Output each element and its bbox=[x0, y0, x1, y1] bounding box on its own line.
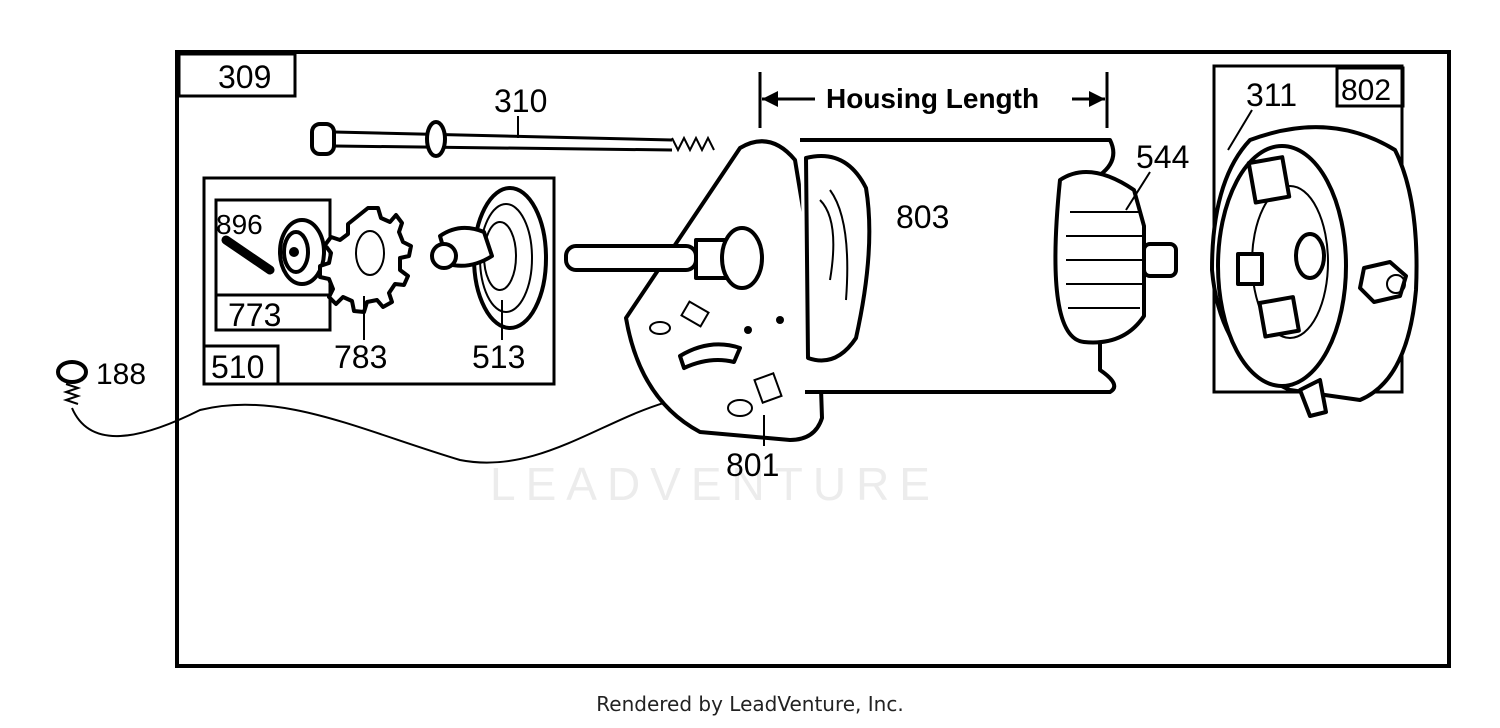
ground-wire bbox=[71, 395, 731, 464]
leader-544 bbox=[1125, 171, 1151, 211]
callout-896[interactable]: 896 bbox=[216, 209, 263, 240]
callout-803[interactable]: 803 bbox=[896, 199, 949, 235]
callout-310[interactable]: 310 bbox=[494, 83, 547, 119]
pin-part[interactable] bbox=[221, 235, 275, 275]
callout-801[interactable]: 801 bbox=[726, 447, 779, 483]
armature-shaft-part[interactable] bbox=[564, 226, 764, 290]
callout-513[interactable]: 513 bbox=[472, 339, 525, 375]
callout-510[interactable]: 510 bbox=[211, 349, 264, 385]
motor-housing-part[interactable] bbox=[800, 138, 1117, 394]
kit-box-510 bbox=[202, 176, 556, 386]
callout-783[interactable]: 783 bbox=[334, 339, 387, 375]
callout-box-309 bbox=[177, 52, 297, 98]
footer-credit: Rendered by LeadVenture, Inc. bbox=[596, 692, 904, 716]
gear-part[interactable] bbox=[318, 206, 413, 314]
brush-end-cap-part[interactable] bbox=[1210, 64, 1419, 418]
housing-length-label: Housing Length bbox=[826, 83, 1039, 114]
callout-544[interactable]: 544 bbox=[1136, 139, 1189, 175]
drive-clutch-part[interactable] bbox=[430, 186, 548, 330]
callout-188[interactable]: 188 bbox=[96, 358, 146, 391]
watermark-text: LEADVENTURE bbox=[490, 458, 940, 510]
housing-length-dimension bbox=[758, 72, 1109, 128]
screw-part[interactable] bbox=[56, 360, 88, 405]
callout-802[interactable]: 802 bbox=[1341, 74, 1391, 107]
callout-309[interactable]: 309 bbox=[218, 59, 271, 95]
callout-311[interactable]: 311 bbox=[1246, 77, 1297, 113]
leader-311 bbox=[1227, 109, 1253, 151]
callout-box-510 bbox=[202, 344, 280, 386]
callout-773[interactable]: 773 bbox=[228, 297, 281, 333]
through-bolt-part[interactable] bbox=[310, 120, 715, 158]
spring-washer-part[interactable] bbox=[278, 218, 326, 286]
end-cap-part[interactable] bbox=[624, 139, 824, 442]
armature-commutator-part[interactable] bbox=[1053, 170, 1178, 345]
diagram-frame bbox=[175, 50, 1451, 668]
